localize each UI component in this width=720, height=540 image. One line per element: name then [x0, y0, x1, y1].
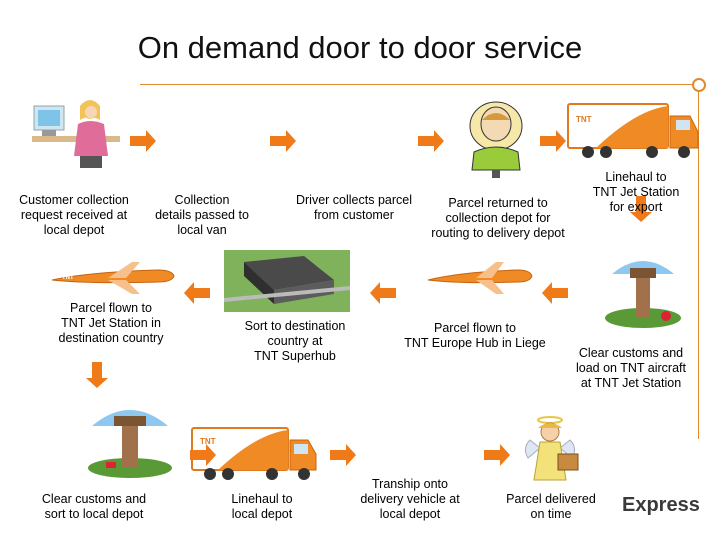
- superhub-building-icon: [224, 250, 350, 312]
- flow-arrow-right: [330, 444, 356, 466]
- flow-arrow-left: [542, 282, 568, 304]
- step-label: Parcel flown to TNT Europe Hub in Liege: [404, 321, 546, 350]
- step-label: Tranship onto delivery vehicle at local …: [360, 477, 460, 521]
- control-tower-icon: [88, 410, 172, 478]
- flow-arrow-right: [190, 444, 216, 466]
- page-title: On demand door to door service: [137, 30, 583, 65]
- flow-arrow-left: [184, 282, 210, 304]
- step-label: Driver collects parcel from customer: [295, 193, 412, 222]
- flow-arrow-right: [540, 130, 566, 152]
- rule-knob: [692, 78, 706, 92]
- side-rule: [698, 84, 699, 439]
- woman-at-computer-icon: [32, 100, 120, 168]
- tnt-truck-icon: TNT: [191, 427, 317, 480]
- flow-arrow-down: [630, 196, 652, 222]
- step-label: Linehaul to local depot: [231, 492, 293, 521]
- express-logo: Express: [622, 494, 700, 516]
- man-on-phone-icon: [469, 101, 523, 178]
- flow-arrow-right: [130, 130, 156, 152]
- flow-arrow-right: [270, 130, 296, 152]
- flow-arrow-right: [484, 444, 510, 466]
- flow-arrow-left: [370, 282, 396, 304]
- step-label: Parcel flown to TNT Jet Station in desti…: [58, 301, 164, 345]
- flow-arrow-right: [418, 130, 444, 152]
- title-underline: [140, 84, 700, 85]
- svg-text:TNT: TNT: [62, 275, 74, 281]
- angel-courier-icon: [524, 416, 579, 481]
- airplane-icon: [427, 262, 533, 294]
- svg-text:TNT: TNT: [200, 437, 216, 446]
- step-label: Linehaul to TNT Jet Station for export: [592, 170, 680, 214]
- control-tower-icon: [605, 261, 681, 328]
- step-label: Clear customs and load on TNT aircraft a…: [575, 346, 686, 390]
- flow-arrow-down: [86, 362, 108, 388]
- step-label: Collection details passed to local van: [155, 193, 249, 237]
- airplane-icon: TNT: [51, 262, 175, 294]
- step-label: Sort to destination country at TNT Super…: [244, 319, 346, 363]
- step-label: Clear customs and sort to local depot: [41, 492, 147, 521]
- step-label: Parcel returned to collection depot for …: [431, 196, 565, 240]
- tnt-truck-icon: TNT: [567, 103, 699, 158]
- svg-text:TNT: TNT: [576, 115, 592, 124]
- step-label: Parcel delivered on time: [506, 492, 596, 521]
- step-label: Customer collection request received at …: [19, 193, 129, 237]
